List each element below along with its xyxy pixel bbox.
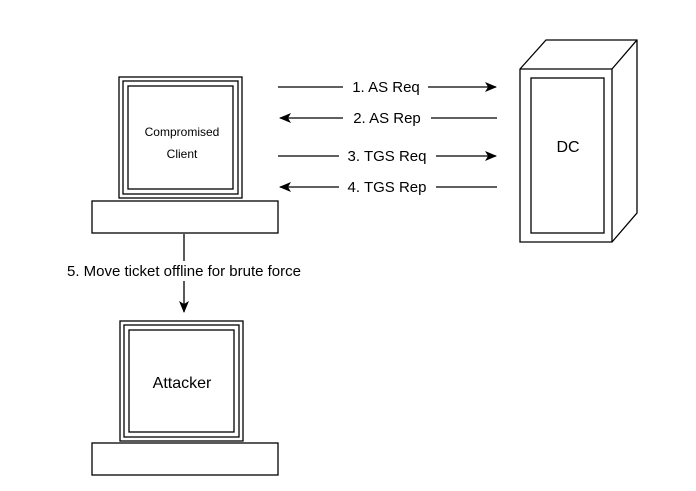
attacker-label: Attacker	[153, 375, 212, 392]
dc-server-front-panel	[530, 77, 605, 234]
attacker-monitor-screen	[128, 329, 235, 433]
client-label-line2: Client	[167, 147, 198, 161]
edge2-label-bg	[343, 108, 431, 127]
edge-label-tgs-req: 3. TGS Req	[348, 148, 427, 165]
edge-label-as-rep: 2. AS Rep	[353, 110, 421, 127]
edge4-label-bg	[339, 177, 436, 196]
edge1-label-bg	[343, 77, 428, 96]
edge-label-move-offline: 5. Move ticket offline for brute force	[67, 263, 301, 280]
client-label-line1: Compromised	[145, 125, 220, 139]
client-monitor-screen	[127, 85, 234, 190]
dc-server-top-corner	[611, 39, 638, 70]
edge-label-tgs-rep: 4. TGS Rep	[348, 179, 427, 196]
edge-label-as-req: 1. AS Req	[352, 79, 420, 96]
attacker-node	[91, 320, 279, 476]
compromised-client-node	[91, 76, 279, 234]
dc-label: DC	[556, 139, 579, 156]
dc-server-node	[519, 39, 638, 243]
client-base	[91, 200, 279, 234]
edge3-label-bg	[339, 146, 436, 165]
attacker-base	[91, 442, 279, 476]
edge5-label-bg	[40, 261, 328, 281]
